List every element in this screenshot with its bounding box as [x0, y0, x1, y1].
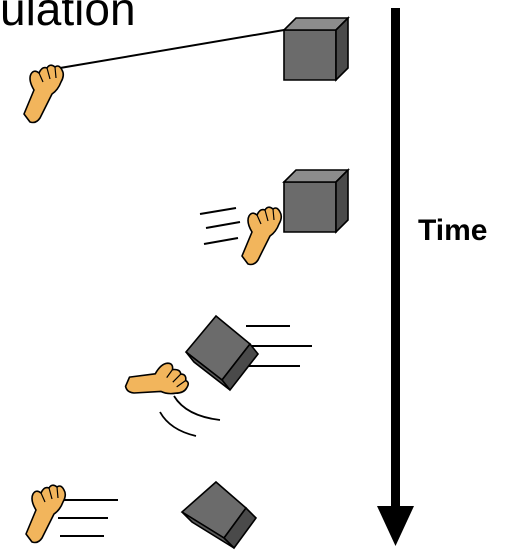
motion-lines-icon: [159, 325, 312, 437]
cube-icon: [180, 480, 258, 550]
motion-lines-icon: [58, 499, 118, 537]
stage-4: [25, 480, 258, 550]
hand-icon: [121, 351, 193, 417]
cube-icon: [283, 17, 349, 81]
time-arrow-icon: [377, 8, 414, 546]
hand-icon: [25, 484, 67, 544]
cube-icon: [283, 169, 349, 233]
cube-icon: [185, 315, 259, 391]
motion-lines-icon: [199, 207, 241, 245]
pull-string: [59, 29, 285, 69]
stage-3: [121, 315, 312, 437]
time-axis-label: Time: [418, 214, 488, 247]
stage-2: [199, 169, 349, 266]
hand-icon: [23, 64, 65, 124]
page-title: ulation: [0, 0, 136, 35]
hand-icon: [241, 206, 283, 266]
stage-1: [23, 17, 349, 124]
